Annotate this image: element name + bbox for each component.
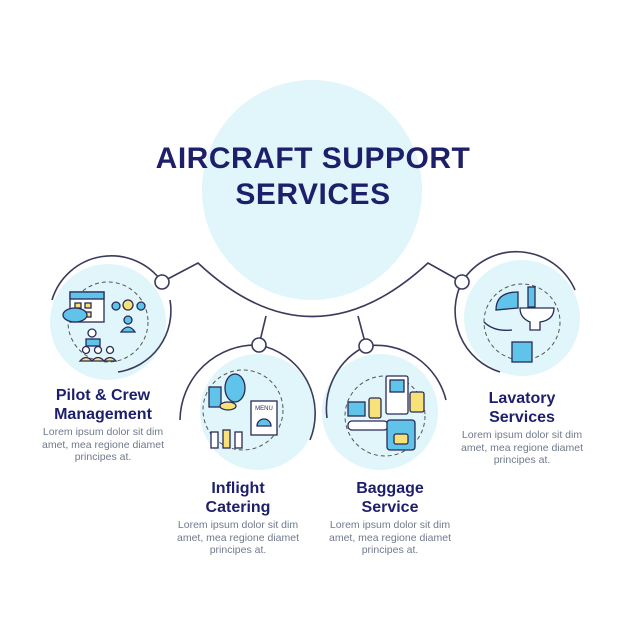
baggage-icon <box>347 375 425 451</box>
menu-label: MENU <box>255 406 273 412</box>
item-circle-catering <box>179 344 316 470</box>
connector-nodes <box>154 274 470 354</box>
lavatory-icon <box>483 286 555 363</box>
item-circle-baggage <box>322 344 447 470</box>
central-circle <box>202 80 422 300</box>
page-title: AIRCRAFT SUPPORT SERVICES <box>155 142 471 211</box>
catering-icon <box>208 373 278 449</box>
pilot-crew-icon <box>62 291 146 362</box>
